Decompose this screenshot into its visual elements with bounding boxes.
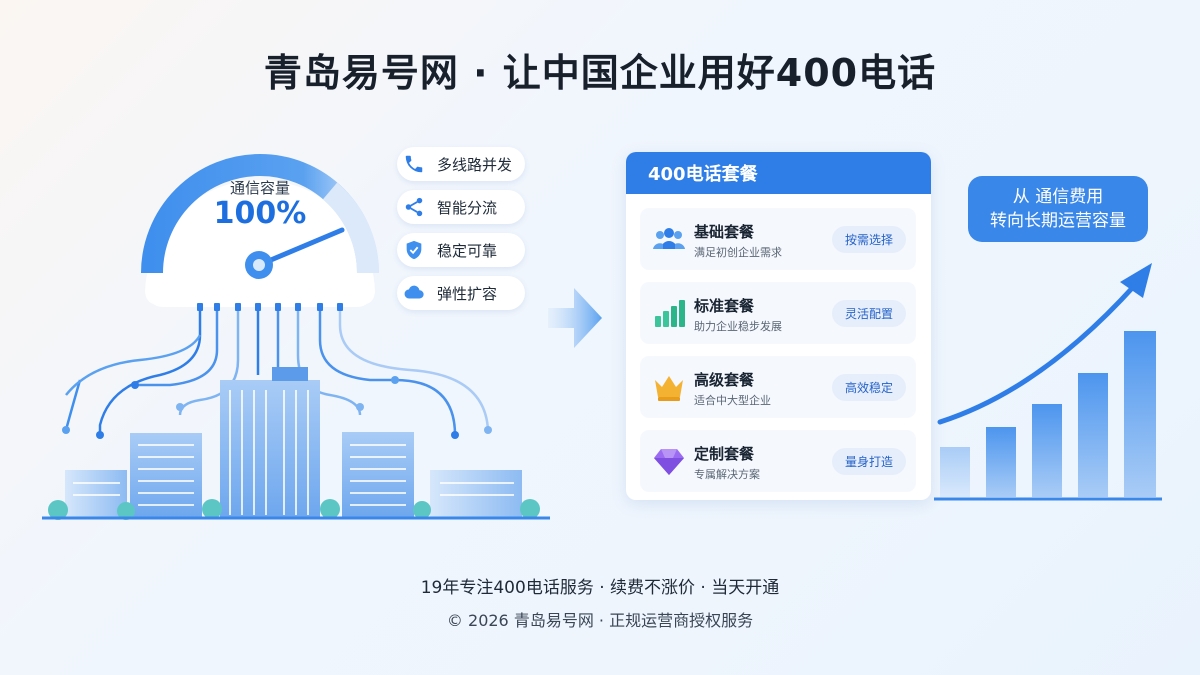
users-icon — [653, 228, 685, 249]
package-basic[interactable]: 基础套餐 满足初创企业需求 按需选择 — [640, 208, 916, 270]
package-standard-button[interactable]: 灵活配置 — [832, 300, 906, 327]
package-advanced-button[interactable]: 高效稳定 — [832, 374, 906, 401]
package-panel: 400电话套餐 基础套餐 满足初创企业需求 按需选择 标准套餐 助力企业稳步发展… — [626, 152, 931, 500]
footer-tagline: 19年专注400电话服务 · 续费不涨价 · 当天开通 — [420, 578, 780, 598]
feature-multi-line: 多线路并发 — [397, 147, 525, 181]
package-desc: 适合中大型企业 — [694, 394, 771, 407]
package-name: 高级套餐 — [694, 371, 755, 389]
callout-bubble: 从 通信费用 转向长期运营容量 — [968, 176, 1148, 242]
package-custom[interactable]: 定制套餐 专属解决方案 量身打造 — [640, 430, 916, 492]
growth-chart-illustration — [934, 263, 1162, 501]
feature-label: 多线路并发 — [437, 155, 513, 174]
callout-line-2: 转向长期运营容量 — [990, 211, 1126, 231]
infrastructure-illustration — [42, 154, 550, 520]
share-icon — [397, 190, 431, 224]
gauge-label: 通信容量 — [229, 179, 290, 197]
package-name: 基础套餐 — [694, 223, 755, 241]
phone-icon — [397, 147, 431, 181]
bar-chart-icon — [655, 300, 685, 327]
feature-stable: 稳定可靠 — [397, 233, 525, 267]
package-name: 标准套餐 — [694, 297, 755, 315]
feature-label: 智能分流 — [437, 198, 498, 217]
package-advanced[interactable]: 高级套餐 适合中大型企业 高效稳定 — [640, 356, 916, 418]
package-basic-button[interactable]: 按需选择 — [832, 226, 906, 253]
diamond-icon — [654, 449, 684, 475]
package-standard[interactable]: 标准套餐 助力企业稳步发展 灵活配置 — [640, 282, 916, 344]
crown-icon — [655, 376, 683, 401]
callout-line-1: 从 通信费用 — [1012, 187, 1104, 207]
package-desc: 满足初创企业需求 — [694, 246, 782, 259]
feature-label: 稳定可靠 — [437, 241, 498, 260]
cloud-icon — [397, 276, 431, 310]
shield-check-icon — [397, 233, 431, 267]
footer-copyright: © 2026 青岛易号网 · 正规运营商授权服务 — [446, 611, 754, 630]
feature-label: 弹性扩容 — [437, 284, 498, 303]
feature-smart-routing: 智能分流 — [397, 190, 525, 224]
package-custom-button[interactable]: 量身打造 — [832, 448, 906, 475]
page-title: 青岛易号网 · 让中国企业用好400电话 — [263, 51, 937, 95]
package-desc: 专属解决方案 — [694, 468, 760, 481]
gauge-value: 100% — [213, 196, 307, 231]
feature-elastic: 弹性扩容 — [397, 276, 525, 310]
package-name: 定制套餐 — [694, 445, 755, 463]
panel-title: 400电话套餐 — [626, 152, 931, 194]
package-desc: 助力企业稳步发展 — [694, 320, 782, 333]
arrow-right-icon — [548, 288, 602, 348]
